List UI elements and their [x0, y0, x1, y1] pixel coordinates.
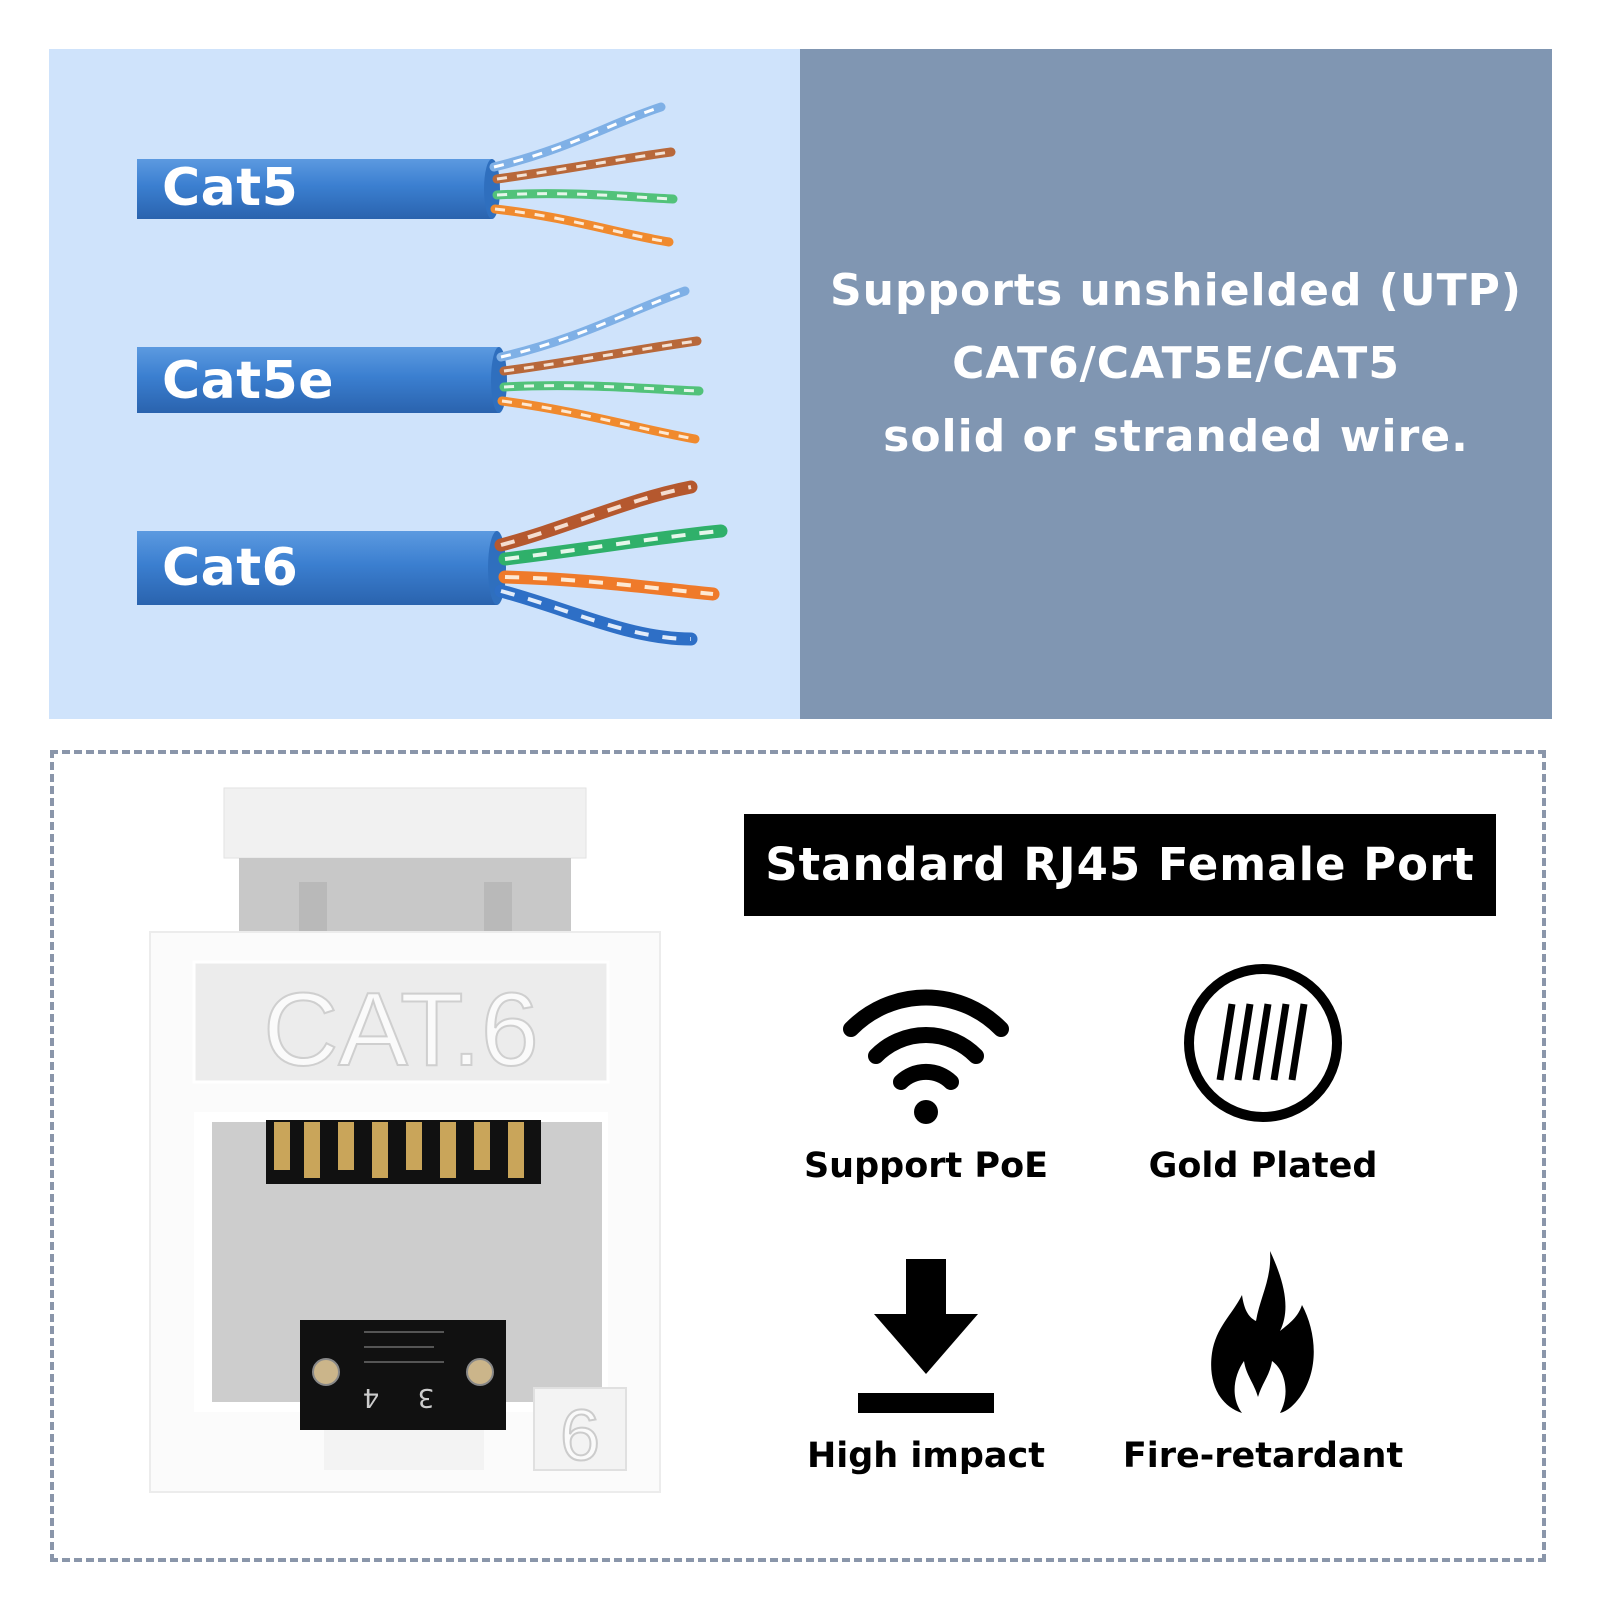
feature-gold-plated: Gold Plated [1103, 944, 1423, 1186]
feature-label-impact: High impact [806, 1436, 1046, 1476]
side-marking: 6 [560, 1396, 600, 1476]
download-arrow-icon [858, 1259, 994, 1413]
port-features-section: CAT.6 4 3 6 Standard RJ45 [50, 750, 1546, 1562]
feature-fire-retardant: Fire-retardant [1103, 1234, 1423, 1476]
wifi-icon [843, 989, 1009, 1124]
cables-illustration [137, 102, 728, 646]
compatibility-line-3: solid or stranded wire. [883, 411, 1469, 462]
compatibility-text: Supports unshielded (UTP) CAT6/CAT5E/CAT… [800, 254, 1552, 473]
feature-high-impact: High impact [766, 1234, 1086, 1476]
keystone-jack-image: CAT.6 4 3 6 [149, 787, 661, 1493]
compatibility-line-1: Supports unshielded (UTP) [829, 265, 1522, 316]
feature-support-poe: Support PoE [766, 944, 1086, 1186]
flame-icon [1211, 1251, 1314, 1413]
cat6-marking: CAT.6 [263, 972, 539, 1088]
pin-marking-4: 4 [363, 1382, 380, 1412]
cat5-cable-graphic [137, 102, 678, 247]
top-banner: Cat5 Cat5e Cat6 Supports unshielded (UTP… [49, 49, 1552, 719]
feature-label-fire: Fire-retardant [1122, 1436, 1404, 1476]
compatibility-panel: Supports unshielded (UTP) CAT6/CAT5E/CAT… [800, 49, 1552, 719]
cable-label-cat5e: Cat5e [162, 351, 335, 411]
port-header: Standard RJ45 Female Port [744, 814, 1496, 916]
pin-marking-3: 3 [418, 1382, 435, 1412]
feature-label-gold: Gold Plated [1148, 1146, 1378, 1186]
cat5e-cable-graphic [137, 286, 704, 444]
cable-types-panel: Cat5 Cat5e Cat6 [49, 49, 800, 719]
feature-label-poe: Support PoE [803, 1146, 1049, 1186]
gold-plated-icon [1184, 964, 1342, 1122]
cable-label-cat6: Cat6 [162, 538, 299, 598]
compatibility-line-2: CAT6/CAT5E/CAT5 [952, 338, 1400, 389]
cable-label-cat5: Cat5 [162, 158, 299, 218]
cat6-cable-graphic [137, 480, 728, 646]
